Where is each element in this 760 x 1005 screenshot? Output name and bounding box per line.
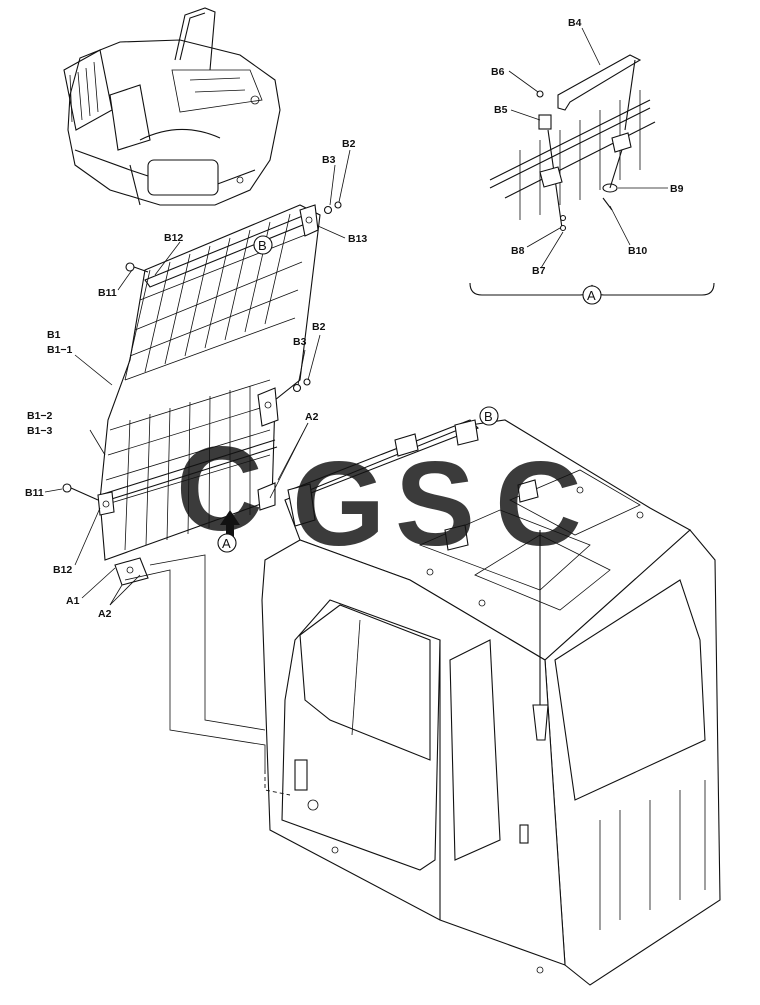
callout-a-panel <box>217 533 237 553</box>
label-b3-top: B3 <box>322 154 336 166</box>
label-b8: B8 <box>511 245 525 257</box>
label-b9: B9 <box>670 183 684 195</box>
label-b1-1: B1−1 <box>47 344 73 356</box>
callout-a-panel-text: A <box>222 536 231 551</box>
label-b5: B5 <box>494 104 508 116</box>
label-b11-bottom: B11 <box>25 487 44 499</box>
label-b2-top: B2 <box>342 138 356 150</box>
callout-a-detail-text: A <box>587 288 596 303</box>
label-b7: B7 <box>532 265 546 277</box>
callout-a-detail <box>582 285 602 305</box>
side-screen-panel <box>62 201 342 586</box>
watermark-letter-c1: C <box>176 422 263 556</box>
label-b2-mid: B2 <box>312 321 326 333</box>
label-b3-mid: B3 <box>293 336 307 348</box>
operator-cab <box>261 419 721 986</box>
label-b6: B6 <box>491 66 505 78</box>
label-b11-top: B11 <box>98 287 117 299</box>
label-b1-3: B1−3 <box>27 425 53 437</box>
label-a2-bottom: A2 <box>98 608 112 620</box>
watermark-logo: C G S C <box>176 422 582 571</box>
label-b13: B13 <box>348 233 367 245</box>
label-a2-top: A2 <box>305 411 319 423</box>
view-callouts: B B A A <box>217 235 602 553</box>
label-b1-2: B1−2 <box>27 410 53 422</box>
callout-b-cab-text: B <box>484 409 493 424</box>
callout-b-cab <box>479 406 499 426</box>
watermark-letter-s: S <box>395 437 475 571</box>
callout-b-panel-text: B <box>258 238 267 253</box>
label-b4: B4 <box>568 17 582 29</box>
callout-b-panel <box>253 235 273 255</box>
watermark-letter-g: G <box>292 437 385 571</box>
connector-lines <box>124 554 291 796</box>
detail-a-inset <box>469 54 715 296</box>
label-b12-top: B12 <box>164 232 183 244</box>
label-a1: A1 <box>66 595 80 607</box>
part-labels: B2 B3 B13 B12 B11 B1 B1−1 B2 B3 B1−2 B1−… <box>25 17 684 620</box>
label-b1: B1 <box>47 329 61 341</box>
excavator-thumbnail <box>63 7 281 206</box>
label-b10: B10 <box>628 245 647 257</box>
watermark-letter-c2: C <box>495 437 582 571</box>
label-b12-bottom: B12 <box>53 564 72 576</box>
